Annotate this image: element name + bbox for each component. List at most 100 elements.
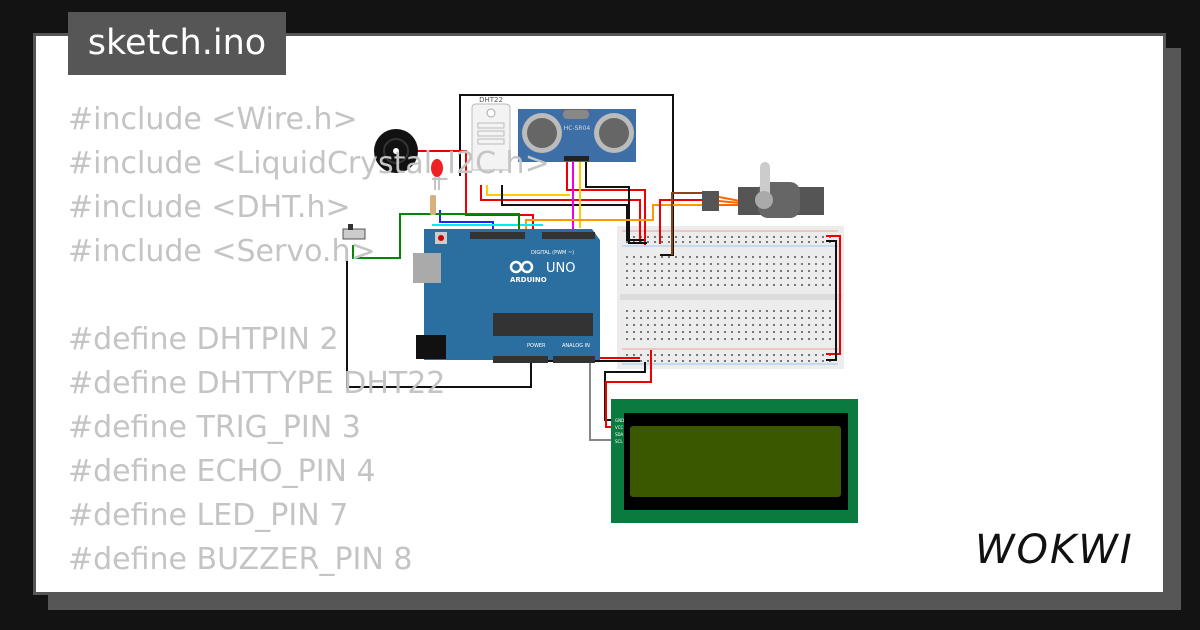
code-line: #include <Servo.h> [68, 234, 376, 269]
breadboard-hole [689, 256, 691, 258]
breadboard-hole [640, 338, 642, 340]
arduino-power-label: POWER [527, 343, 546, 349]
breadboard-hole [794, 263, 796, 265]
breadboard-hole [689, 324, 691, 326]
breadboard-hole [682, 310, 684, 312]
breadboard-hole [654, 360, 656, 362]
breadboard-hole [654, 324, 656, 326]
breadboard-hole [647, 354, 649, 356]
breadboard-hole [759, 236, 761, 238]
breadboard-hole [717, 236, 719, 238]
breadboard-hole [766, 236, 768, 238]
breadboard-hole [696, 360, 698, 362]
breadboard-hole [808, 236, 810, 238]
breadboard-hole [794, 354, 796, 356]
breadboard-hole [724, 360, 726, 362]
breadboard-hole [822, 284, 824, 286]
breadboard-hole [703, 236, 705, 238]
breadboard-hole [759, 338, 761, 340]
breadboard-hole [801, 241, 803, 243]
breadboard-hole [787, 310, 789, 312]
breadboard-hole [766, 360, 768, 362]
breadboard-hole [668, 270, 670, 272]
breadboard-hole [689, 241, 691, 243]
breadboard-hole [752, 331, 754, 333]
breadboard-hole [633, 284, 635, 286]
lcd-display: GND VCC SDA SCL [611, 399, 858, 523]
breadboard-hole [661, 236, 663, 238]
breadboard-hole [738, 263, 740, 265]
breadboard-hole [647, 338, 649, 340]
breadboard-hole [815, 310, 817, 312]
breadboard-hole [654, 241, 656, 243]
breadboard-hole [647, 256, 649, 258]
breadboard-hole [801, 324, 803, 326]
breadboard-hole [675, 236, 677, 238]
breadboard-hole [626, 310, 628, 312]
breadboard-hole [633, 263, 635, 265]
breadboard-hole [710, 263, 712, 265]
breadboard-hole [661, 354, 663, 356]
breadboard-hole [731, 241, 733, 243]
breadboard-hole [626, 284, 628, 286]
breadboard-hole [682, 338, 684, 340]
breadboard-hole [780, 241, 782, 243]
code-line: #define TRIG_PIN 3 [68, 410, 361, 445]
breadboard-hole [801, 317, 803, 319]
breadboard-hole [710, 236, 712, 238]
breadboard-hole [766, 256, 768, 258]
breadboard-hole [794, 277, 796, 279]
code-line: ​ [68, 274, 550, 318]
breadboard-hole [787, 263, 789, 265]
breadboard-hole [654, 270, 656, 272]
breadboard-hole [668, 317, 670, 319]
breadboard-hole [675, 277, 677, 279]
resistor [430, 195, 436, 215]
breadboard-hole [696, 338, 698, 340]
breadboard-hole [633, 354, 635, 356]
breadboard-hole [752, 236, 754, 238]
breadboard-hole [745, 310, 747, 312]
breadboard-hole [661, 331, 663, 333]
breadboard-hole [717, 241, 719, 243]
breadboard-hole [668, 236, 670, 238]
breadboard-hole [654, 317, 656, 319]
breadboard-hole [731, 317, 733, 319]
breadboard-hole [738, 236, 740, 238]
breadboard-hole [661, 256, 663, 258]
breadboard-hole [724, 354, 726, 356]
breadboard-hole [815, 338, 817, 340]
breadboard-hole [661, 241, 663, 243]
breadboard-hole [731, 331, 733, 333]
breadboard-hole [703, 331, 705, 333]
breadboard-hole [745, 354, 747, 356]
breadboard-hole [689, 354, 691, 356]
breadboard-hole [682, 354, 684, 356]
breadboard-hole [801, 263, 803, 265]
breadboard-hole [808, 331, 810, 333]
breadboard-hole [675, 310, 677, 312]
breadboard-hole [703, 284, 705, 286]
breadboard-hole [801, 338, 803, 340]
arduino-model: UNO [546, 261, 575, 276]
breadboard-hole [696, 236, 698, 238]
breadboard-hole [766, 310, 768, 312]
breadboard-hole [633, 317, 635, 319]
wokwi-logo: WOKWI [975, 527, 1134, 573]
breadboard-hole [780, 263, 782, 265]
led [431, 159, 443, 190]
breadboard-hole [654, 284, 656, 286]
breadboard-hole [640, 256, 642, 258]
breadboard-hole [738, 284, 740, 286]
breadboard-hole [724, 256, 726, 258]
breadboard-hole [745, 284, 747, 286]
breadboard-hole [752, 256, 754, 258]
breadboard-hole [752, 317, 754, 319]
breadboard-hole [766, 354, 768, 356]
breadboard-hole [724, 331, 726, 333]
breadboard-hole [717, 360, 719, 362]
breadboard-hole [780, 256, 782, 258]
breadboard-hole [724, 317, 726, 319]
breadboard-hole [731, 270, 733, 272]
breadboard-hole [773, 338, 775, 340]
